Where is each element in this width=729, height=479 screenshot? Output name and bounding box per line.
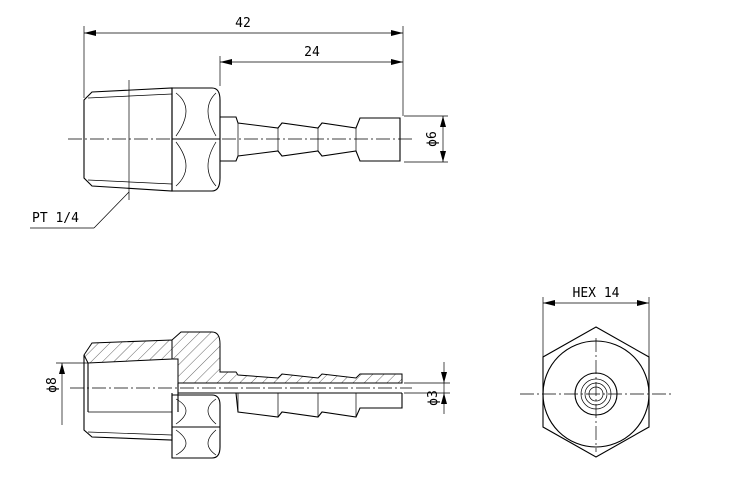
arrow (220, 59, 232, 65)
section-hex-arc (175, 429, 187, 456)
end-view: HEX 14 (520, 286, 672, 458)
arrow (391, 30, 403, 36)
section-lower-hex (171, 394, 221, 459)
section-lower-thread (83, 355, 173, 441)
arrow (441, 372, 447, 383)
section-view: ϕ8 ϕ3 (45, 331, 450, 459)
arrow (84, 30, 96, 36)
top-thread-line (87, 179, 173, 185)
section-thread-line (87, 431, 173, 436)
thread-leader (93, 191, 130, 229)
top-barb (220, 116, 401, 162)
top-hex-arc (207, 92, 217, 137)
arrow (440, 116, 446, 127)
top-hex (171, 87, 221, 192)
arrow (441, 393, 447, 404)
top-hex-arc (175, 141, 187, 187)
top-thread-body (83, 87, 173, 192)
arrow (59, 363, 65, 374)
section-hatch (83, 339, 173, 364)
section-hex-arc (175, 398, 187, 425)
dim-42-label: 42 (235, 16, 251, 31)
phi3-label: ϕ3 (426, 390, 441, 406)
section-hex-arc (207, 429, 217, 456)
phi6-label: ϕ6 (425, 131, 440, 147)
top-hex-arc (175, 92, 187, 137)
arrow (637, 300, 649, 306)
thread-label: PT 1/4 (32, 211, 79, 226)
dim-24-label: 24 (304, 45, 320, 60)
top-hex-arc (207, 141, 217, 187)
section-hatch (171, 331, 403, 384)
arrow (391, 59, 403, 65)
section-hex-arc (207, 398, 217, 425)
top-view: 42 24 ϕ6 PT 1/4 (30, 16, 448, 229)
arrow (543, 300, 555, 306)
arrow (440, 151, 446, 162)
phi8-label: ϕ8 (45, 377, 60, 393)
section-lower-barb (220, 392, 403, 418)
top-thread-line (87, 93, 173, 99)
hex-label: HEX 14 (573, 286, 620, 301)
